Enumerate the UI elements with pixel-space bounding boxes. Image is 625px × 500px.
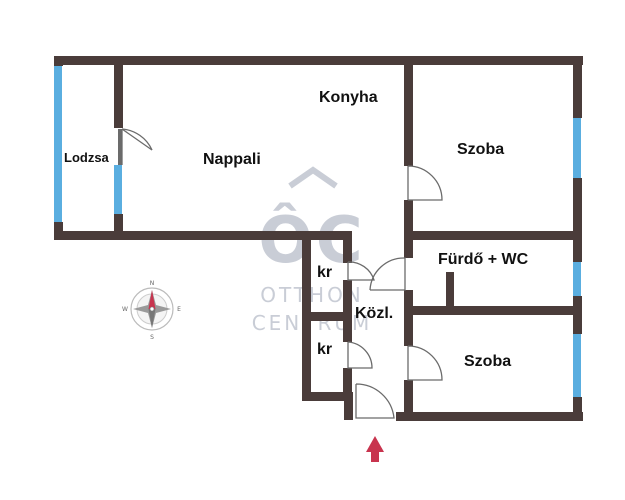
room-label-kozl: Közl. [355, 305, 393, 322]
wall-kr-right-top [343, 231, 352, 263]
wall-left [54, 56, 63, 66]
window-furdo [573, 262, 581, 296]
wall-kr-right-mid [343, 280, 352, 342]
wall-top [55, 56, 583, 65]
walls [54, 56, 583, 421]
wall-lodzsa-partition-bottom [114, 214, 123, 236]
door-kr2 [347, 341, 373, 369]
wall-kr-right-bot [343, 368, 352, 394]
door-konyha [369, 257, 406, 291]
room-label-konyha: Konyha [319, 89, 378, 106]
window-szoba2 [573, 334, 581, 398]
compass-rose-icon: N E S W [122, 280, 181, 341]
window-nappali [114, 165, 122, 215]
door-szoba2 [407, 345, 443, 381]
entrance-arrow-icon [366, 436, 384, 462]
room-label-lodzsa: Lodzsa [64, 150, 110, 165]
wall-furdo-bottom [404, 306, 582, 315]
door-entrance [355, 383, 395, 419]
compass-north: N [150, 280, 155, 287]
wall-right-mid1 [573, 178, 582, 262]
wall-center-top [404, 56, 413, 166]
room-label-furdo: Fürdő + WC [438, 251, 529, 268]
room-labels: Lodzsa Nappali Konyha Szoba Fürdő + WC k… [64, 89, 529, 370]
wall-szoba1-bottom [404, 231, 582, 240]
wall-entrance-jamb [344, 392, 353, 420]
wall-nappali-bottom [54, 231, 352, 240]
door-lodzsa [118, 128, 153, 165]
room-label-szoba2: Szoba [464, 353, 511, 370]
room-label-nappali: Nappali [203, 151, 261, 168]
door-kr1 [347, 261, 375, 281]
room-label-szoba1: Szoba [457, 141, 504, 158]
wall-center-bot [404, 380, 413, 420]
room-label-kr2: kr [317, 341, 332, 358]
wall-lodzsa-partition-top [114, 56, 123, 128]
wall-right-lower [573, 397, 582, 421]
compass-south: S [150, 334, 154, 341]
window-szoba1 [573, 117, 581, 179]
wall-furdo-stub [446, 272, 454, 312]
wall-bottom-right [396, 412, 583, 421]
wall-kr-divider [302, 312, 350, 321]
wall-center-mid [404, 200, 413, 258]
doors [118, 128, 443, 419]
compass-west: W [122, 306, 128, 313]
compass-east: E [177, 306, 181, 313]
room-label-kr1: kr [317, 264, 332, 281]
wall-bottom-left [302, 392, 352, 401]
windows [54, 64, 581, 398]
door-szoba1 [407, 165, 443, 201]
wall-right-upper [573, 56, 582, 118]
wall-center-low [404, 290, 413, 346]
watermark-roof-icon [288, 166, 338, 189]
window-lodzsa [54, 64, 62, 224]
